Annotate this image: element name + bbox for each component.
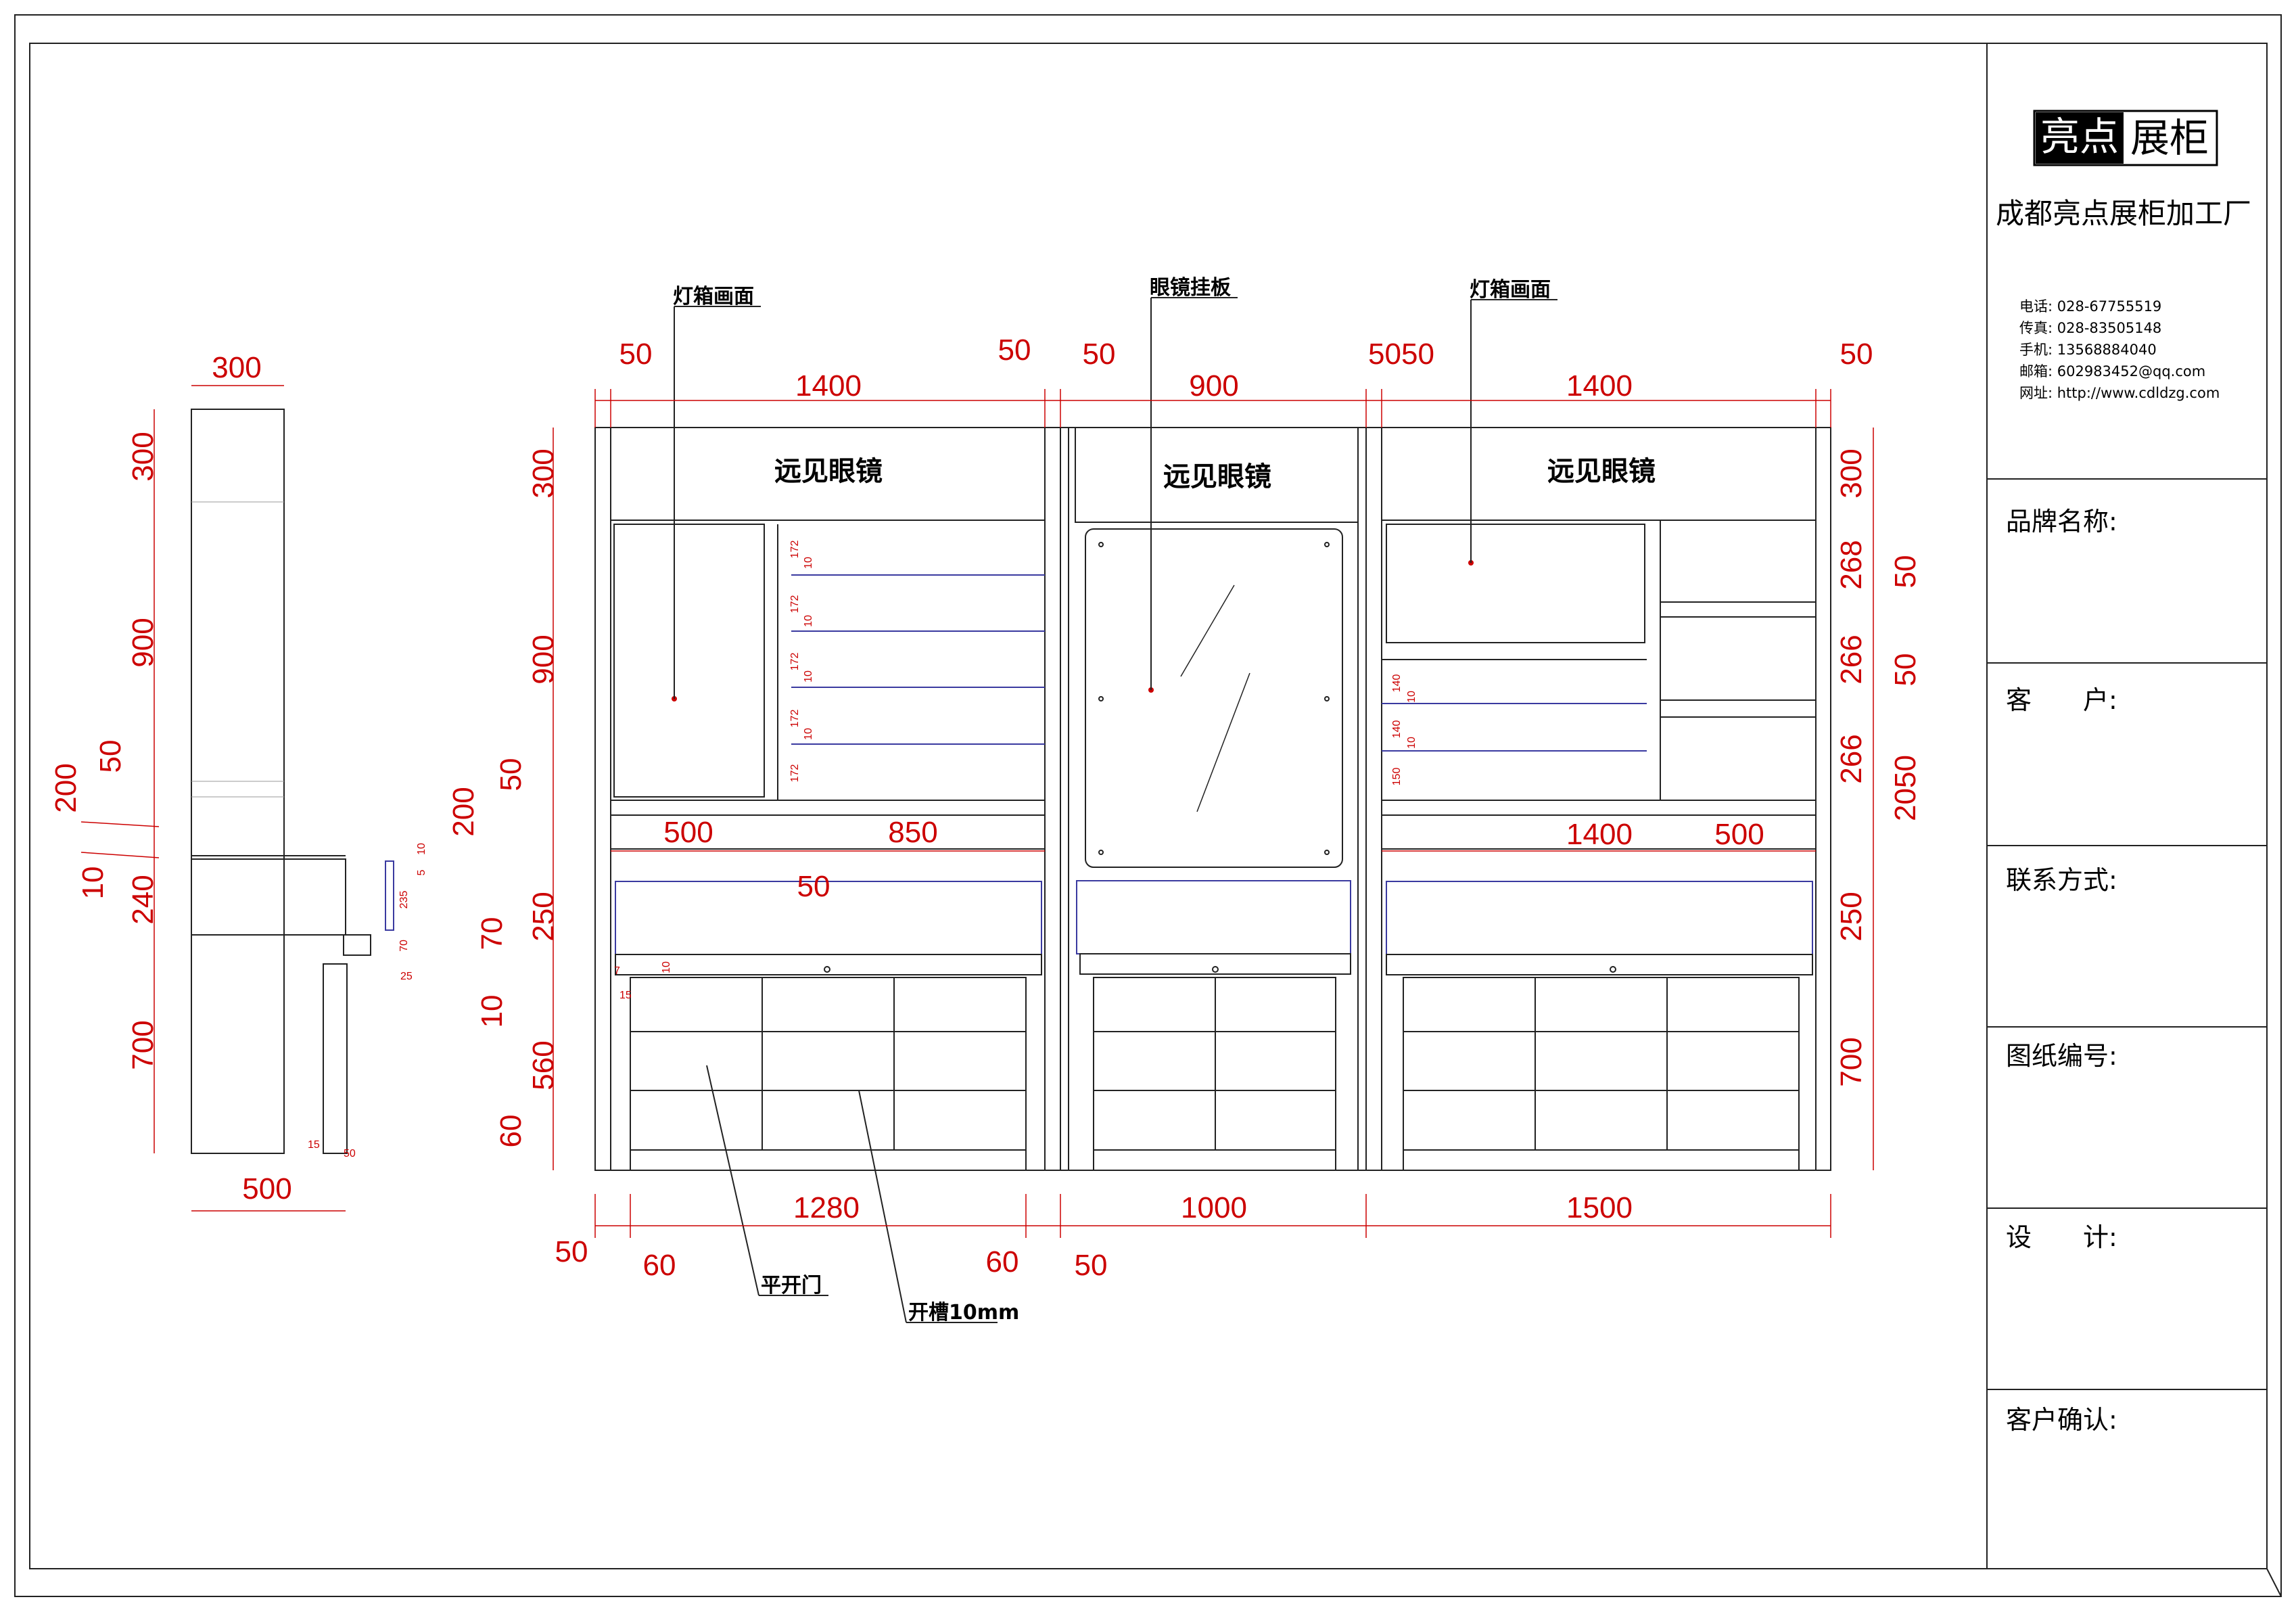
dim-bottom-50a: 50 — [555, 1235, 588, 1268]
dim-left-10: 10 — [475, 995, 509, 1028]
dim-top-1400a: 1400 — [795, 369, 862, 402]
dim-left-50: 50 — [494, 758, 528, 791]
inner-border — [29, 43, 2268, 1569]
dim-bottom-1280: 1280 — [793, 1191, 860, 1224]
side-width-top: 300 — [212, 351, 261, 384]
side-h300: 300 — [126, 432, 160, 481]
dim-mid-500b: 500 — [1714, 818, 1764, 851]
field-contact: 联系方式: — [2006, 865, 2117, 895]
logo-left-text: 亮点 — [2040, 114, 2119, 160]
side-small-50: 50 — [344, 1148, 356, 1159]
dim-top-5050: 5050 — [1368, 338, 1434, 371]
side-h10: 10 — [76, 867, 110, 900]
dim-mid-500: 500 — [663, 816, 713, 849]
field-client-confirm: 客户确认: — [2006, 1405, 2117, 1435]
shelf-dim-172-3: 172 — [789, 653, 801, 671]
dim-bottom-60b: 60 — [986, 1245, 1019, 1279]
dim-top-1400b: 1400 — [1566, 369, 1633, 402]
brand-text-left: 远见眼镜 — [774, 456, 883, 487]
dim-right-268: 268 — [1835, 540, 1868, 589]
shelf-dim-140-1: 140 — [1391, 674, 1403, 693]
contact-email: 邮箱: 602983452@qq.com — [2019, 363, 2205, 379]
dim-mid-850: 850 — [888, 816, 937, 849]
contact-phone: 电话: 028-67755519 — [2019, 298, 2161, 315]
small-dim-10: 10 — [661, 961, 672, 973]
label-lightbox-left: 灯箱画面 — [673, 285, 754, 308]
dim-left-300: 300 — [527, 448, 560, 498]
front-view: 远见眼镜 远见眼镜 远见眼镜 灯箱画面 眼镜挂板 灯箱画面 平开门 开槽10mm… — [447, 276, 1922, 1325]
dim-bottom-50b: 50 — [1075, 1249, 1108, 1282]
dim-left-60: 60 — [494, 1115, 528, 1148]
shelf-dim-10-2: 10 — [803, 615, 814, 627]
dim-right-266b: 266 — [1835, 734, 1868, 783]
dim-left-900: 900 — [527, 635, 560, 684]
shelf-dim-10-1: 10 — [803, 557, 814, 569]
shelf-dim-172-2: 172 — [789, 595, 801, 614]
dim-right-2050: 2050 — [1889, 755, 1922, 821]
side-small-235: 235 — [398, 891, 410, 909]
company-name: 成都亮点展柜加工厂 — [1996, 197, 2251, 230]
title-block: 亮点 展柜 成都亮点展柜加工厂 电话: 028-67755519 传真: 028… — [1986, 43, 2268, 1569]
logo-right-text: 展柜 — [2130, 115, 2209, 161]
dim-right-250: 250 — [1835, 892, 1868, 941]
brand-text-right: 远见眼镜 — [1547, 456, 1656, 487]
dim-top-50d: 50 — [1840, 338, 1873, 371]
brand-text-middle: 远见眼镜 — [1163, 461, 1271, 492]
shelf-dim-172-4: 172 — [789, 710, 801, 728]
dim-bottom-1000: 1000 — [1181, 1191, 1247, 1224]
side-width-bottom: 500 — [242, 1172, 291, 1205]
label-lightbox-right: 灯箱画面 — [1470, 278, 1551, 302]
small-dim-15: 15 — [619, 990, 632, 1001]
field-customer: 客 户: — [2006, 685, 2117, 715]
shelf-dim-140-2: 140 — [1391, 720, 1403, 739]
shelf-dim-10-3: 10 — [803, 670, 814, 683]
side-small-15: 15 — [308, 1139, 320, 1151]
dim-bottom-60a: 60 — [643, 1249, 676, 1282]
field-drawing-no: 图纸编号: — [2006, 1041, 2117, 1071]
dim-bottom-1500: 1500 — [1566, 1191, 1633, 1224]
dim-left-250: 250 — [527, 892, 560, 941]
side-h50: 50 — [94, 740, 127, 773]
side-small-5: 5 — [416, 869, 427, 875]
shelf-dim-10-5: 10 — [1406, 691, 1418, 703]
dim-mid-50: 50 — [797, 870, 830, 903]
outer-border — [14, 14, 2282, 1597]
side-small-70: 70 — [398, 940, 410, 952]
dim-right-50b: 50 — [1889, 653, 1922, 687]
side-view: 300 300 900 50 200 10 240 700 500 10 5 2… — [49, 351, 427, 1212]
dim-right-50a: 50 — [1889, 555, 1922, 589]
label-groove: 开槽10mm — [908, 1301, 1019, 1325]
dim-top-900: 900 — [1189, 369, 1238, 402]
contact-mobile: 手机: 13568884040 — [2019, 342, 2157, 358]
label-glasses-board: 眼镜挂板 — [1150, 276, 1231, 300]
field-designer: 设 计: — [2006, 1222, 2117, 1252]
field-brand-name: 品牌名称: — [2006, 507, 2117, 536]
side-h900: 900 — [126, 618, 160, 667]
side-small-10: 10 — [416, 843, 427, 855]
shelf-dim-172-1: 172 — [789, 540, 801, 559]
dim-mid-1400: 1400 — [1566, 818, 1633, 851]
small-dim-7: 7 — [614, 965, 620, 977]
dim-top-50a: 50 — [619, 338, 653, 371]
dim-top-50b: 50 — [998, 333, 1031, 367]
dim-left-70: 70 — [475, 917, 509, 950]
dim-right-700: 700 — [1835, 1037, 1868, 1086]
side-h240: 240 — [126, 875, 160, 924]
dim-right-300: 300 — [1835, 448, 1868, 498]
shelf-dim-10-6: 10 — [1406, 737, 1418, 749]
side-h200: 200 — [49, 763, 83, 812]
shelf-dim-172-5: 172 — [789, 764, 801, 783]
side-small-25: 25 — [400, 971, 413, 982]
dim-right-266a: 266 — [1835, 635, 1868, 684]
shelf-dim-150: 150 — [1391, 768, 1403, 786]
dim-top-50c: 50 — [1083, 338, 1116, 371]
shelf-dim-10-4: 10 — [803, 728, 814, 740]
contact-website: 网址: http://www.cdldzg.com — [2019, 385, 2220, 401]
dim-left-200: 200 — [447, 787, 480, 836]
label-swing-door: 平开门 — [761, 1274, 822, 1297]
side-h700: 700 — [126, 1020, 160, 1069]
dim-left-560: 560 — [527, 1040, 560, 1090]
contact-fax: 传真: 028-83505148 — [2019, 320, 2161, 336]
